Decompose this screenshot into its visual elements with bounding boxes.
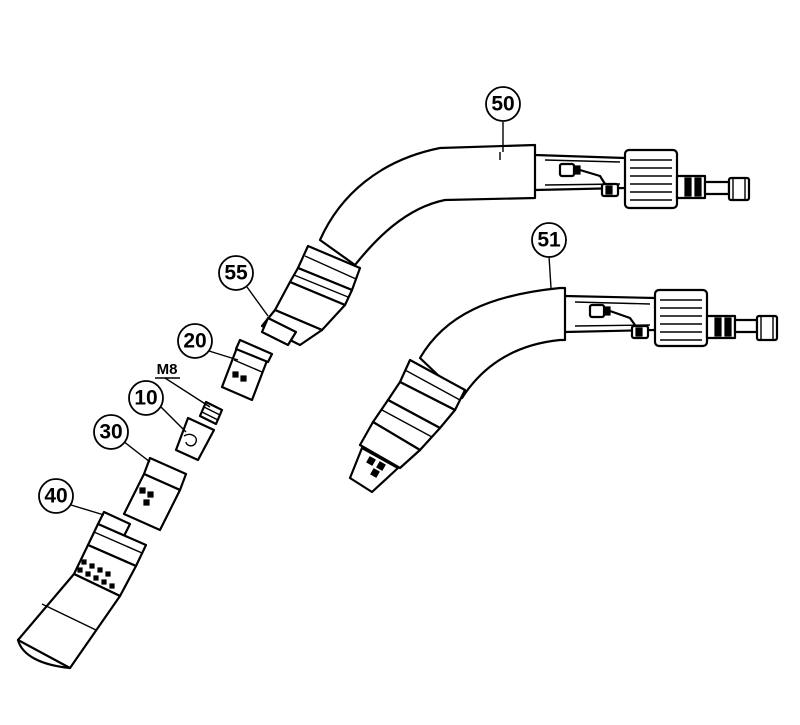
torch-neck-50	[260, 143, 751, 347]
nozzle-knurl	[77, 559, 115, 589]
callout-20-label: 20	[183, 330, 206, 353]
callout-40: 40	[38, 478, 74, 514]
leader-lines	[70, 122, 552, 516]
nozzle-40	[16, 510, 148, 670]
insulator-30	[122, 456, 188, 532]
callout-51: 51	[531, 222, 567, 258]
callout-55: 55	[218, 255, 254, 291]
callout-30-label: 30	[99, 421, 122, 444]
torch-neck-51	[348, 286, 779, 494]
callout-51-label: 51	[537, 229, 561, 252]
callout-10-label: 10	[134, 387, 157, 410]
callout-50: 50	[485, 86, 521, 122]
gas-diffuser-20	[220, 338, 274, 402]
callout-40-label: 40	[44, 485, 67, 508]
callout-30: 30	[93, 414, 129, 450]
thread-size-label: M8	[157, 361, 178, 378]
callout-20: 20	[177, 323, 213, 359]
contact-tip-10	[174, 400, 224, 462]
callout-10: 10	[128, 380, 164, 416]
callout-50-label: 50	[491, 93, 514, 116]
callout-55-label: 55	[224, 262, 248, 285]
